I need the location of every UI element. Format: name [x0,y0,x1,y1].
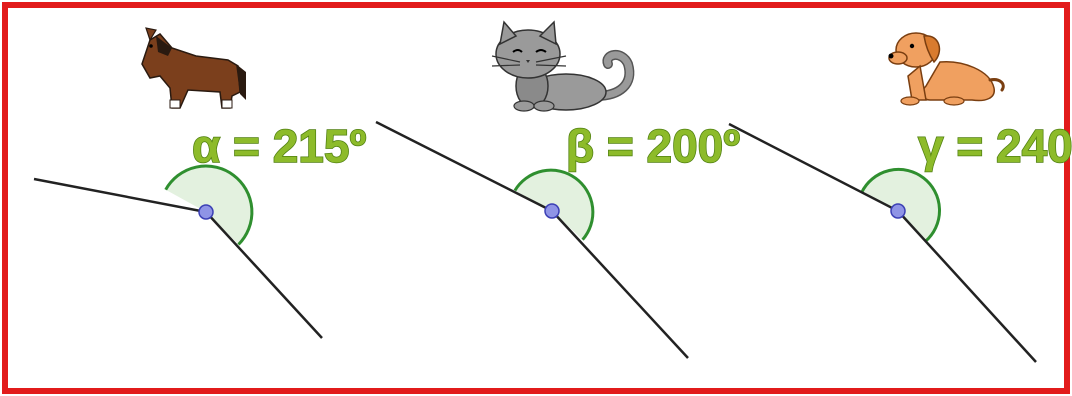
ray-gamma-1 [728,122,899,213]
ray-alpha-1 [33,177,207,214]
angle-panel-alpha: α = 215º [33,27,367,339]
ray-beta-1 [375,120,553,213]
angle-arc-stroke-gamma [860,167,941,243]
vertex-beta [544,203,560,219]
ray-alpha-2 [205,211,323,339]
ray-gamma-2 [897,210,1037,363]
vertex-alpha [198,204,214,220]
angle-arc-stroke-alpha [164,164,254,246]
angle-label-beta: β = 200º [566,120,740,172]
ray-beta-2 [551,210,689,359]
angle-label-alpha: α = 215º [192,120,366,172]
vertex-gamma [890,203,906,219]
angle-panel-beta: β = 200º [375,20,741,359]
cat-icon [491,20,635,112]
horse-icon [141,27,246,109]
angle-arc-stroke-beta [513,168,595,241]
angle-label-gamma: γ = 240º [918,120,1072,172]
dog-icon [888,32,1005,106]
angle-panel-gamma: γ = 240º [728,32,1072,363]
